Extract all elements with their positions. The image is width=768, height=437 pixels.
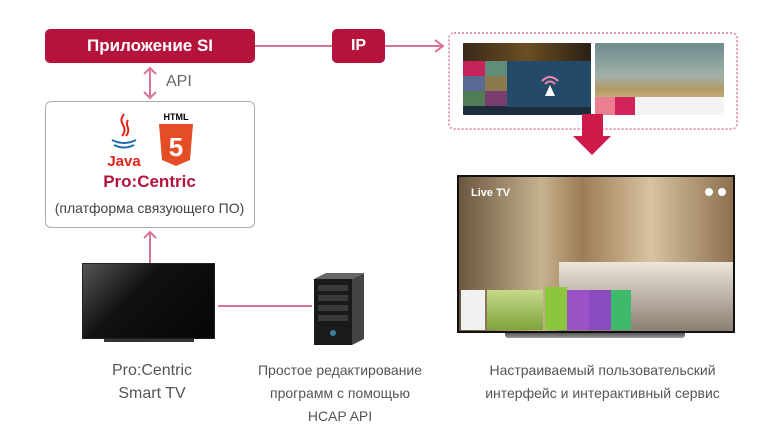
java-logo-icon: Java	[107, 113, 141, 168]
procentric-brand: Pro:Centric	[103, 172, 196, 191]
launcher-share-tile[interactable]	[611, 290, 631, 330]
hotel-menu-screen	[463, 43, 591, 115]
bidirectional-arrow-icon	[143, 66, 157, 100]
si-app-label: Приложение SI	[86, 36, 214, 55]
caption-line: Smart TV	[118, 385, 186, 402]
html-label: HTML	[163, 112, 189, 122]
caption-line: Настраиваемый пользовательский	[489, 362, 716, 378]
custom-ui-caption: Настраиваемый пользовательский интерфейс…	[455, 359, 750, 405]
server-caption: Простое редактирование программ с помощь…	[235, 359, 445, 428]
connector-line	[149, 232, 151, 264]
smart-tv-image	[82, 263, 215, 339]
launcher-music-tile[interactable]	[567, 290, 589, 330]
si-app-box: Приложение SI	[45, 29, 255, 63]
html5-number: 5	[169, 132, 183, 162]
caption-line: программ с помощью	[270, 385, 410, 401]
api-label: API	[166, 73, 192, 90]
notification-icon	[718, 188, 726, 196]
tv-stand	[505, 333, 685, 338]
custom-ui-tv: Live TV	[457, 175, 735, 333]
tv-stand	[104, 339, 194, 342]
launcher-photo-tile[interactable]	[589, 290, 611, 330]
platform-subtitle: (платформа связующего ПО)	[54, 200, 245, 216]
wifi-signal-icon	[541, 76, 559, 96]
settings-icon	[705, 188, 713, 196]
html5-logo-icon: 5	[159, 124, 193, 166]
smart-tv-caption: Pro:Centric Smart TV	[82, 359, 222, 405]
arrow-right-icon	[434, 39, 445, 53]
hotel-welcome-screen	[595, 43, 724, 115]
ip-box: IP	[332, 29, 385, 63]
connector-line	[385, 45, 443, 47]
caption-line: HCAP API	[307, 408, 373, 424]
platform-box: Java HTML 5 Pro:Centric (платформа связу…	[45, 101, 255, 228]
ip-label: IP	[350, 37, 367, 54]
hotel-room-image: Live TV	[459, 177, 733, 331]
connector-line	[218, 305, 312, 307]
launcher-hdmi-tile[interactable]	[487, 290, 543, 330]
caption-line: Pro:Centric	[111, 362, 193, 379]
connector-line	[255, 45, 332, 47]
arrow-down-icon	[573, 114, 611, 155]
caption-line: интерфейс и интерактивный сервис	[485, 385, 720, 401]
caption-line: Простое редактирование	[257, 362, 423, 378]
java-label: Java	[107, 153, 141, 168]
live-tv-label: Live TV	[471, 187, 511, 199]
launcher-app-tile[interactable]	[545, 287, 567, 330]
launcher-input-tile[interactable]	[461, 290, 485, 330]
arrow-up-icon	[143, 230, 157, 239]
server-icon	[314, 273, 364, 345]
